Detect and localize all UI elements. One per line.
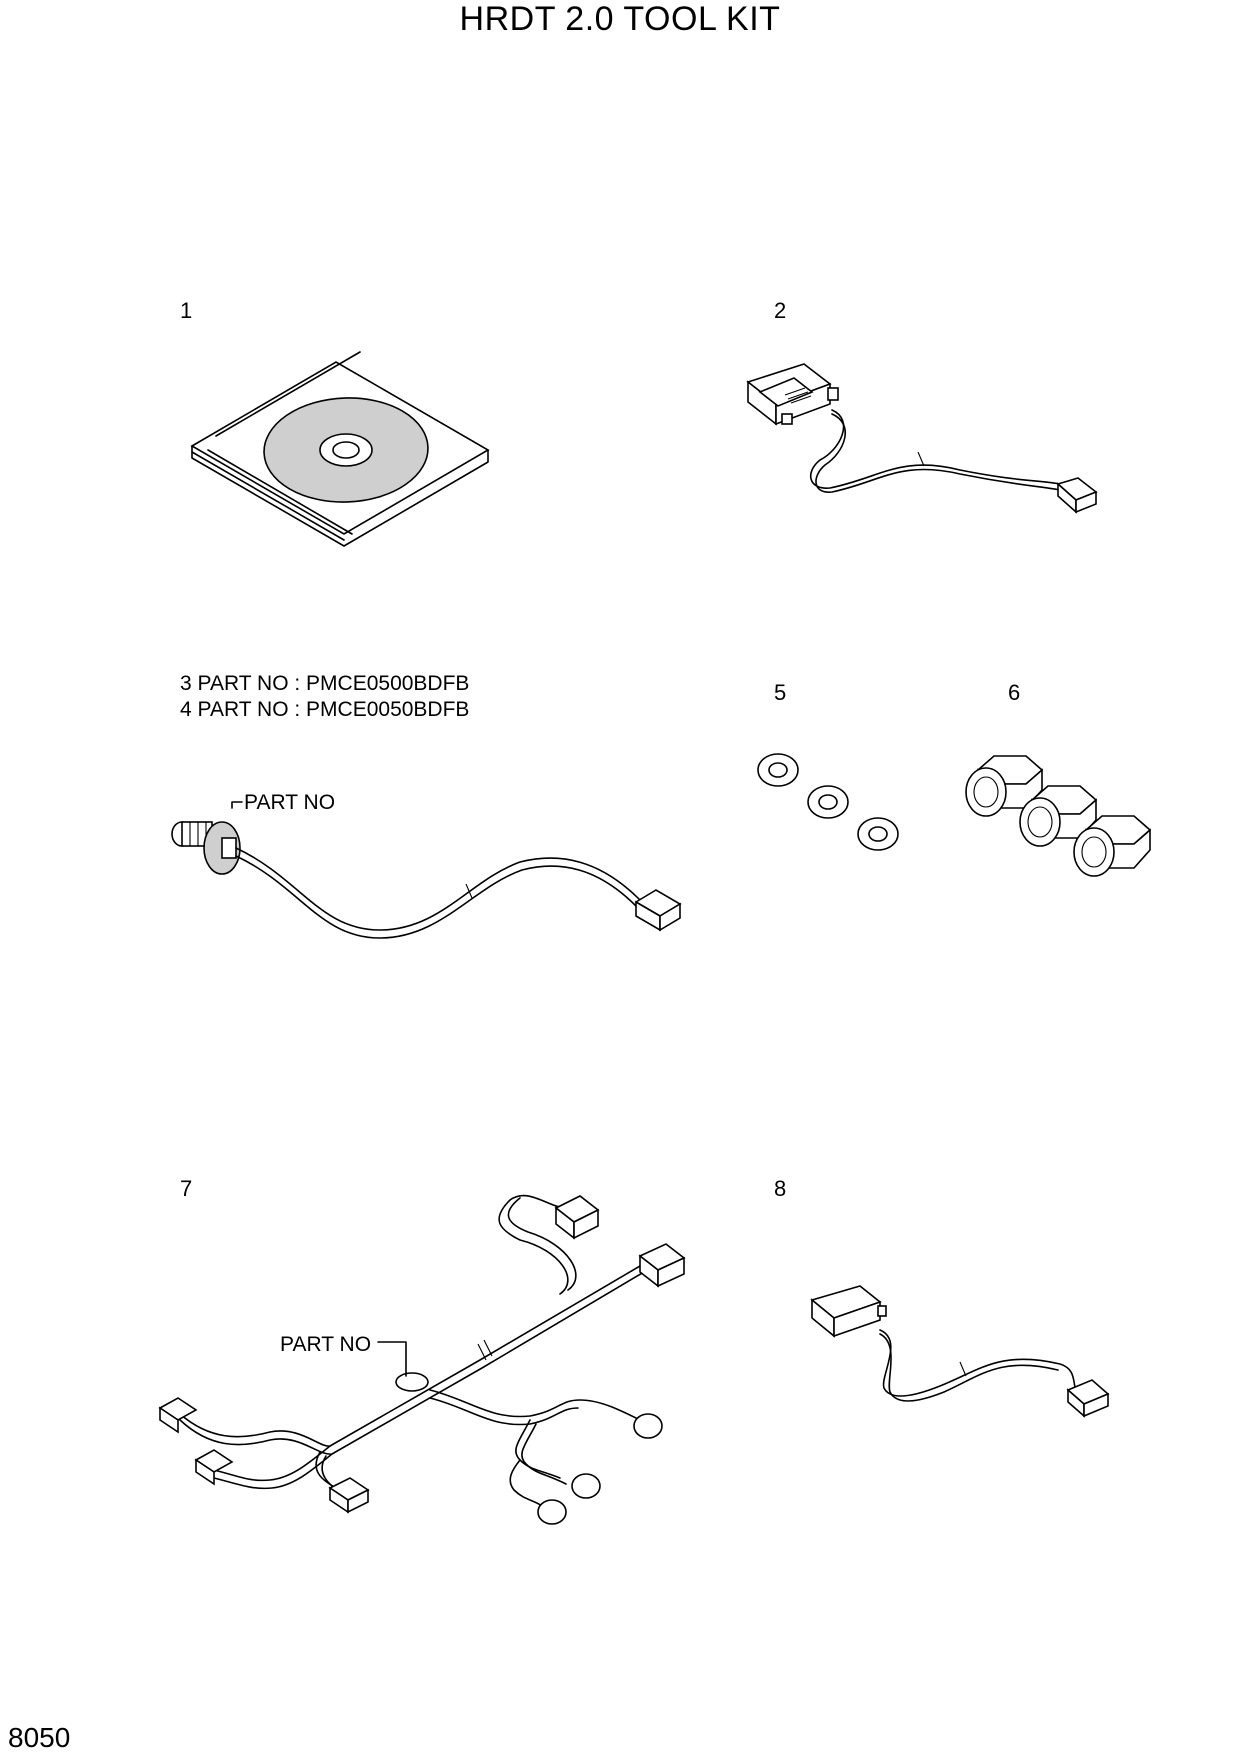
item-3-part-number: 3 PART NO : PMCE0500BDFB [180, 672, 470, 695]
washers [757, 753, 899, 851]
usb-cable [810, 1285, 1110, 1418]
item-7-label: 7 [180, 1176, 193, 1201]
item-8-label: 8 [774, 1176, 787, 1201]
pressure-sensor-cable [171, 801, 682, 939]
item-1-label: 1 [180, 298, 193, 323]
harness-part-no-callout: PART NO [280, 1333, 372, 1356]
item-5-label: 5 [774, 680, 787, 705]
page-title: HRDT 2.0 TOOL KIT [459, 0, 781, 38]
item-6-label: 6 [1008, 680, 1021, 705]
wiring-harness [158, 1194, 686, 1525]
item-2-label: 2 [774, 298, 787, 323]
hex-nuts [965, 755, 1152, 877]
serial-cable [746, 363, 1098, 514]
software-cd [190, 351, 490, 547]
item-4-part-number: 4 PART NO : PMCE0050BDFB [180, 698, 470, 721]
page-number: 8050 [8, 1722, 71, 1753]
sensor-part-no-callout: PART NO [244, 791, 336, 814]
